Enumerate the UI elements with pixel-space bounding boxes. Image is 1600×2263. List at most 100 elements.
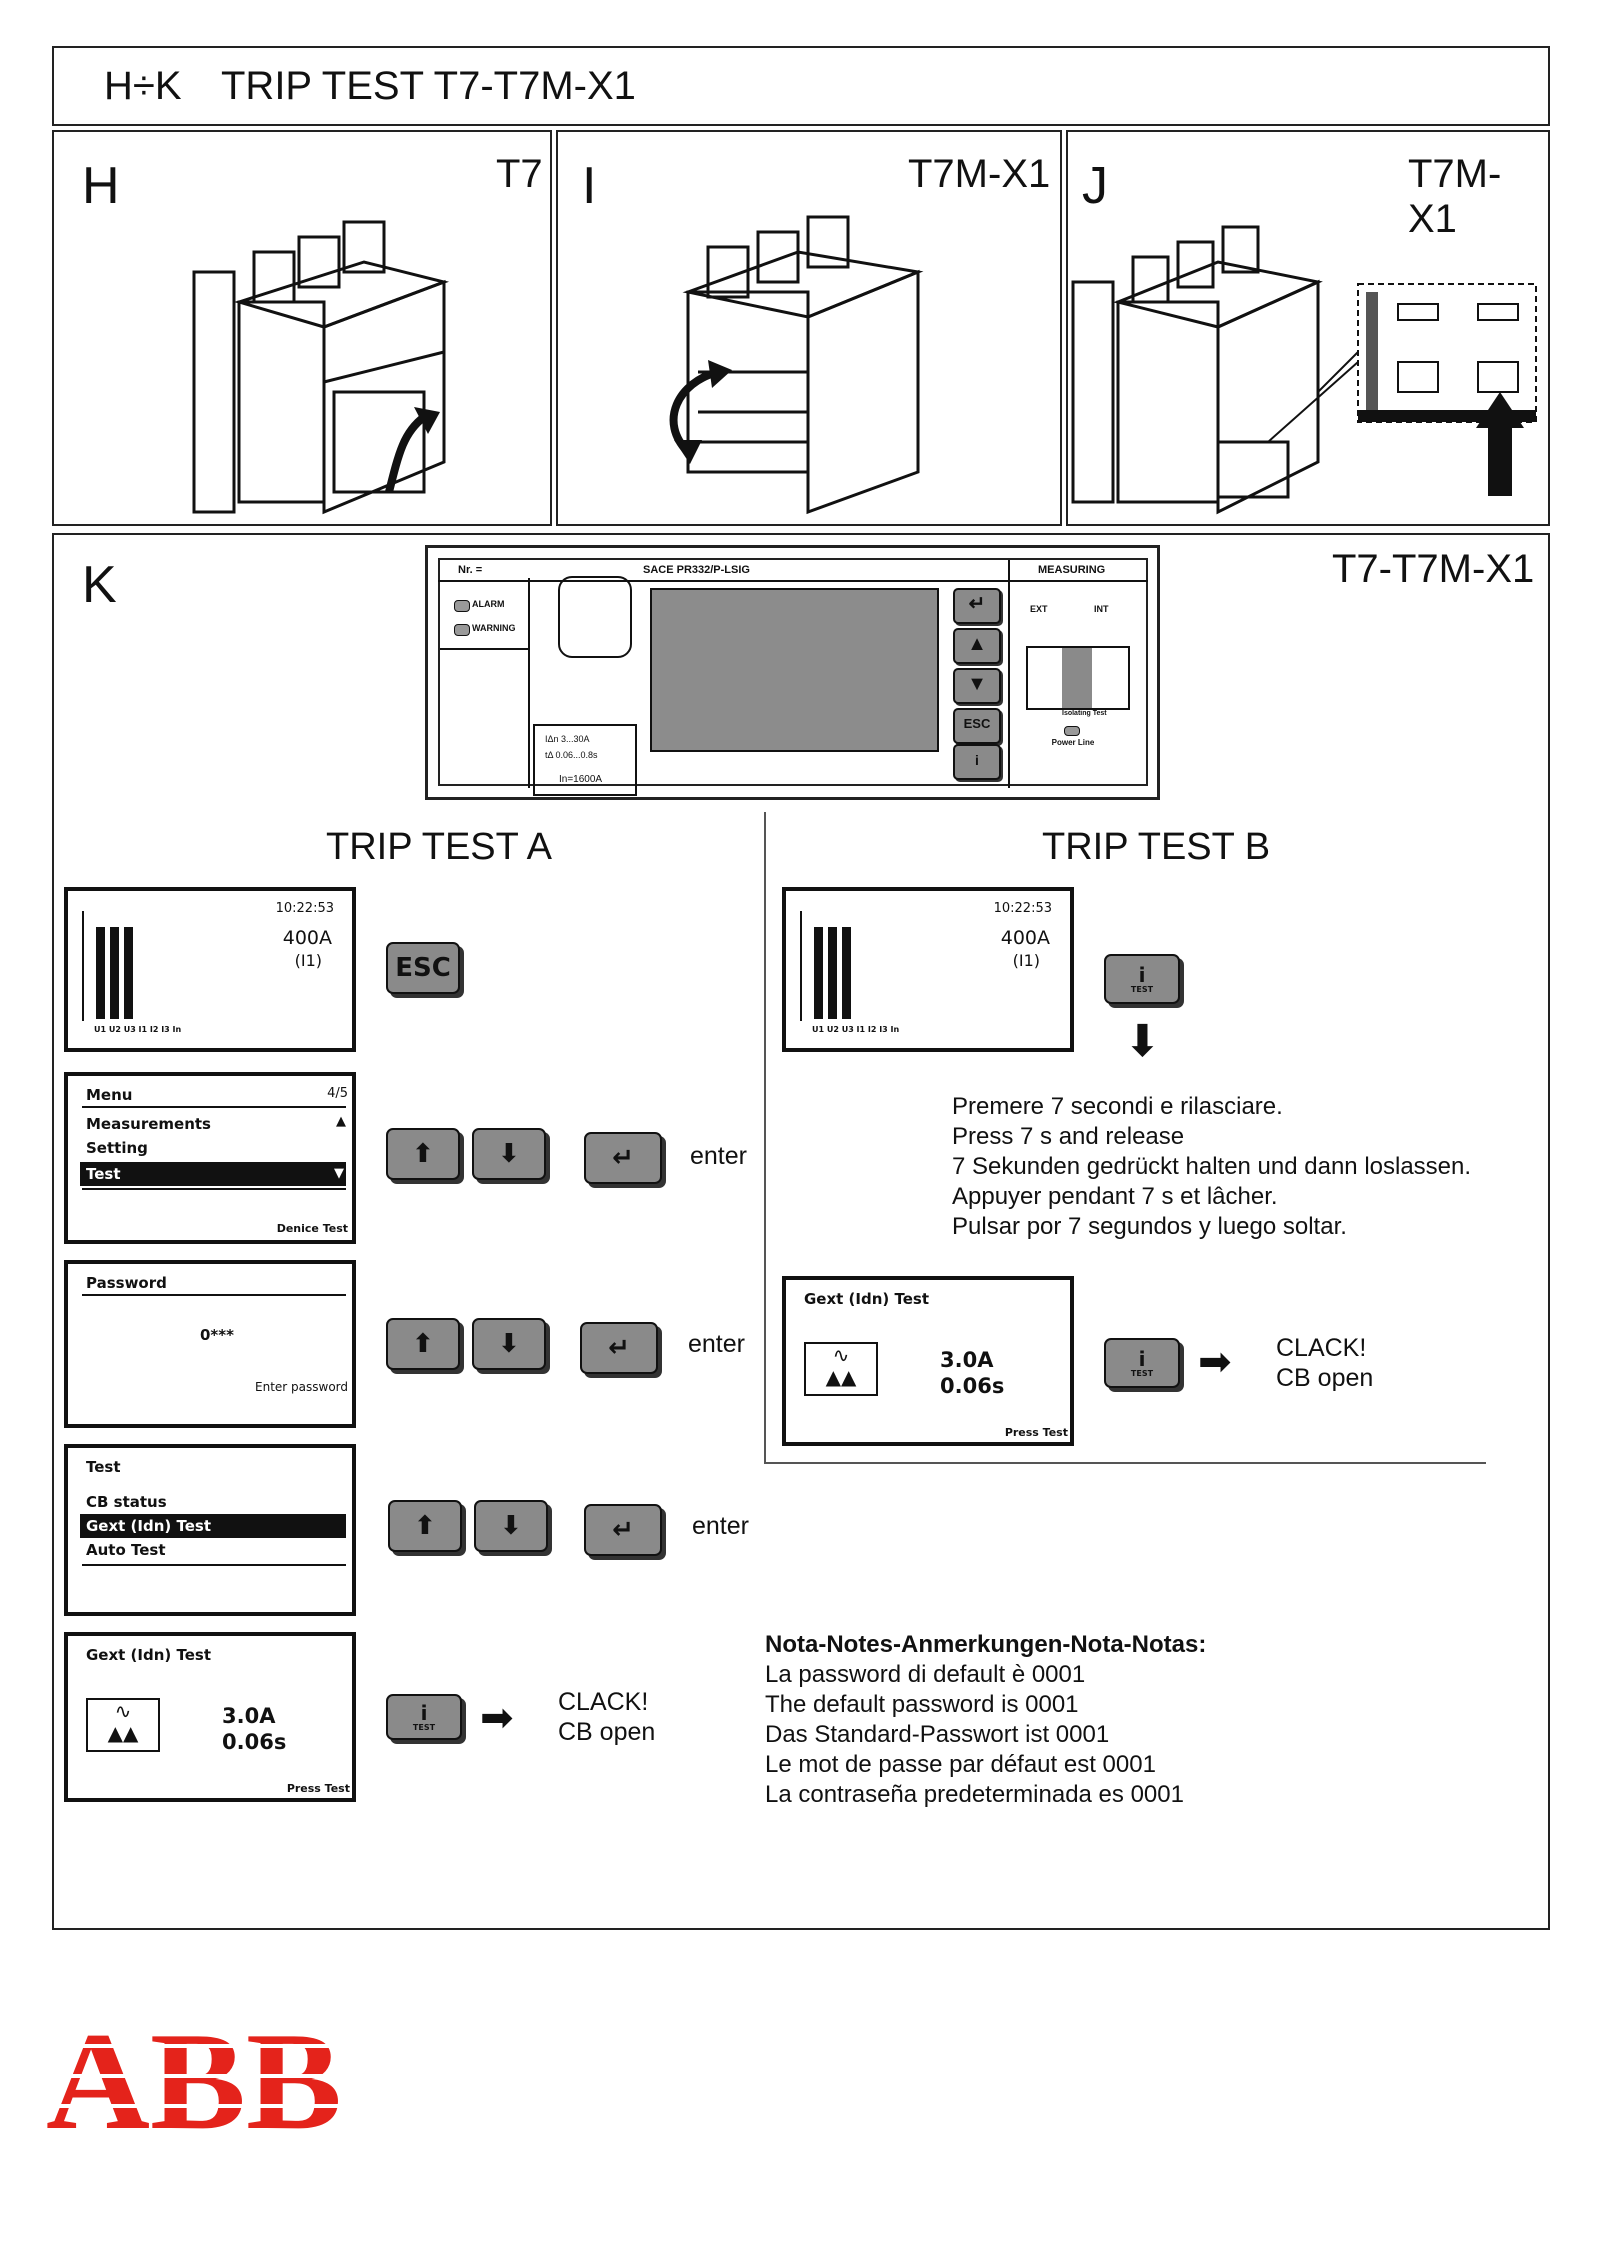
down-button-2[interactable]: ⬇	[472, 1318, 546, 1370]
panel-h-model: T7	[496, 152, 543, 196]
trip-unit-nr: Nr. =	[458, 564, 483, 576]
test-item-auto[interactable]: Auto Test	[86, 1541, 166, 1559]
scroll-down-icon: ▼	[334, 1166, 344, 1181]
up-button-3[interactable]: ⬆	[388, 1500, 462, 1552]
ground-fault-icon-b: ∿▲▲	[804, 1342, 878, 1396]
current-reading-b: 400A	[1000, 927, 1050, 949]
abb-logo-text: ABB	[46, 2016, 342, 2141]
screen-test-menu: Test CB status Gext (Idn) Test Auto Test	[64, 1444, 356, 1616]
clock: 10:22:53	[275, 901, 334, 916]
down-button-3[interactable]: ⬇	[474, 1500, 548, 1552]
up-button-1[interactable]: ⬆	[386, 1128, 460, 1180]
arrow-down-icon: ⬇	[498, 1139, 520, 1169]
menu-item-setting[interactable]: Setting	[86, 1139, 148, 1157]
enter-button-1[interactable]: ↵	[584, 1132, 662, 1184]
ext-label: EXT	[1030, 604, 1048, 614]
trip-unit-divider-right	[1008, 560, 1010, 788]
panel-j-model: T7M-X1	[1408, 152, 1502, 241]
note-en: The default password is 0001	[765, 1691, 1079, 1718]
arrow-right-icon-b: ➡	[1198, 1340, 1232, 1384]
password-rule	[82, 1294, 346, 1296]
screen-password: Password 0*** Enter password	[64, 1260, 356, 1428]
esc-button-label: ESC	[395, 953, 451, 983]
instruction-de: 7 Sekunden gedrückt halten und dann losl…	[952, 1153, 1472, 1180]
up-button-2[interactable]: ⬆	[386, 1318, 460, 1370]
trip-unit-inner	[438, 558, 1148, 786]
header-box: H÷K TRIP TEST T7-T7M-X1	[52, 46, 1550, 126]
trip-unit-name: SACE PR332/P-LSIG	[643, 564, 750, 576]
menu-title-rule	[82, 1106, 346, 1108]
instructions-b: Premere 7 secondi e rilasciare. Press 7 …	[952, 1092, 1471, 1242]
trip-unit-display	[650, 588, 939, 752]
enter-key-small[interactable]: ↵	[953, 588, 1001, 624]
esc-button[interactable]: ESC	[386, 942, 460, 994]
selector-switch[interactable]	[1026, 646, 1130, 710]
breaker-illustration-i	[669, 215, 924, 515]
panel-h-letter: H	[82, 157, 120, 215]
bar-u1	[96, 927, 105, 1019]
arrow-up-icon: ⬆	[412, 1329, 434, 1359]
clock-b: 10:22:53	[993, 901, 1052, 916]
test-button-a[interactable]: i TEST	[386, 1694, 462, 1740]
info-icon: i	[1138, 1346, 1146, 1371]
enter-label-1: enter	[690, 1142, 747, 1170]
instruction-it: Premere 7 secondi e rilasciare.	[952, 1093, 1283, 1120]
screen-menu: Menu 4/5 Measurements ▲ Setting Test ▼ D…	[64, 1072, 356, 1244]
password-hint: Enter password	[255, 1380, 348, 1394]
bar-u1-b	[814, 927, 823, 1019]
arrow-right-icon: ➡	[480, 1696, 514, 1740]
breaker-illustration-j	[1071, 225, 1537, 515]
abb-logo: ABB	[46, 2016, 346, 2141]
enter-button-2[interactable]: ↵	[580, 1322, 658, 1374]
panel-k-model: T7-T7M-X1	[1332, 547, 1535, 591]
panel-k-letter: K	[82, 556, 117, 614]
arrow-down-large-icon: ⬇	[1124, 1017, 1161, 1066]
plug-octagon-icon	[558, 576, 632, 658]
rating-in: In=1600A	[559, 774, 603, 785]
test-button-b2[interactable]: i TEST	[1104, 1338, 1180, 1388]
test-menu-rule	[82, 1564, 346, 1566]
menu-title: Menu	[86, 1086, 133, 1104]
cb-open-label-a: CB open	[558, 1718, 656, 1746]
test-item-cb-status[interactable]: CB status	[86, 1493, 167, 1511]
test-menu-title: Test	[86, 1458, 121, 1476]
menu-footer: Denice Test	[276, 1222, 348, 1235]
alarm-label: ALARM	[472, 599, 505, 609]
cb-open-label-b: CB open	[1276, 1364, 1374, 1392]
password-value[interactable]: 0***	[200, 1326, 234, 1344]
header-title: TRIP TEST T7-T7M-X1	[221, 64, 636, 108]
selector-slider-icon	[1062, 648, 1092, 708]
enter-icon: ↵	[608, 1333, 630, 1363]
up-key-small[interactable]: ▲	[953, 628, 1001, 664]
range-tdn: tΔ 0.06...0.8s	[545, 750, 598, 760]
gext-footer-a: Press Test	[286, 1782, 350, 1795]
test-button-b1[interactable]: i TEST	[1104, 954, 1180, 1004]
gext-current-a: 3.0A	[222, 1704, 276, 1728]
trip-unit-divider-left	[528, 578, 530, 788]
enter-icon: ↵	[612, 1143, 634, 1173]
test-button-b1-label: TEST	[1130, 984, 1154, 994]
power-line-label: Power Line	[1051, 738, 1095, 747]
info-icon: i	[1138, 962, 1146, 987]
arrow-down-icon: ⬇	[498, 1329, 520, 1359]
trip-unit-top-line	[438, 580, 1148, 582]
gext-time-b: 0.06s	[940, 1374, 1005, 1398]
menu-item-test[interactable]: Test	[80, 1162, 346, 1186]
menu-bottom-rule	[82, 1188, 346, 1190]
gext-footer-b: Press Test	[1004, 1426, 1068, 1439]
test-key-small[interactable]: i	[953, 744, 1001, 780]
down-key-small[interactable]: ▼	[953, 668, 1001, 704]
test-item-gext[interactable]: Gext (Idn) Test	[80, 1514, 346, 1538]
menu-item-measurements[interactable]: Measurements	[86, 1115, 211, 1133]
breaker-illustration-h	[192, 220, 450, 515]
enter-button-3[interactable]: ↵	[584, 1504, 662, 1556]
down-button-1[interactable]: ⬇	[472, 1128, 546, 1180]
panel-j: J T7M-X1	[1066, 130, 1550, 526]
esc-key-small[interactable]: ESC	[953, 708, 1001, 744]
ground-fault-icon: ∿▲▲	[86, 1698, 160, 1752]
power-line-led-icon	[1064, 726, 1080, 736]
warning-led-icon	[454, 624, 470, 636]
bar-axis-labels-b: U1 U2 U3 I1 I2 I3 In	[812, 1025, 900, 1034]
scale-line-b	[800, 911, 802, 1021]
warning-label: WARNING	[472, 623, 516, 633]
